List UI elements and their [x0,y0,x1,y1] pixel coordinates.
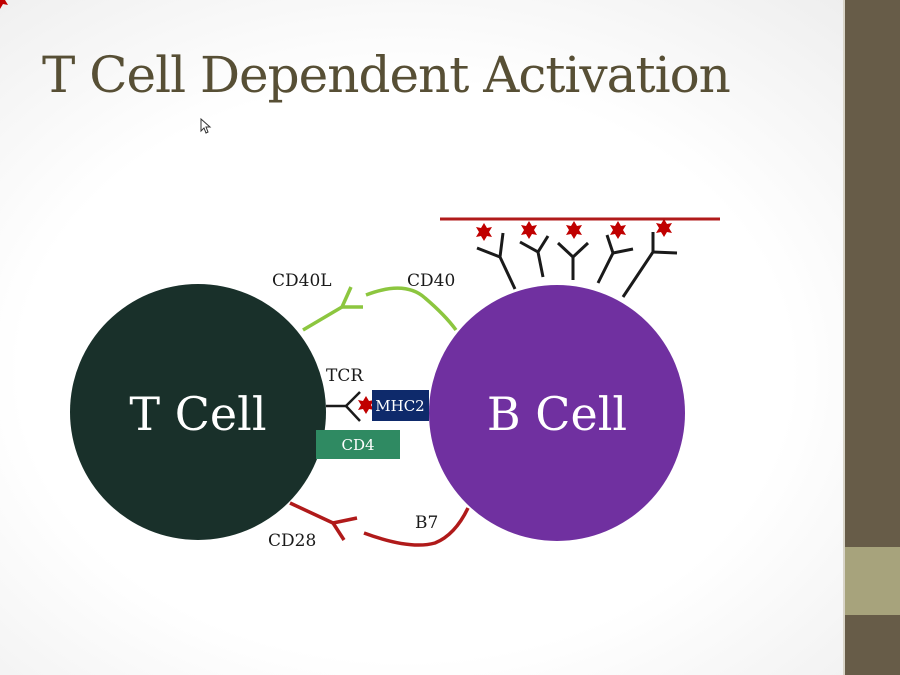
cd28-receptor [289,501,358,541]
antigen-star-icon [656,219,672,237]
tcr-label: TCR [326,366,364,386]
cd28-label: CD28 [268,531,316,551]
antibody-icon [596,234,615,284]
antigen-star-icon [0,0,8,9]
antigen-stars [0,0,8,9]
tcr-receptor [326,391,361,422]
antigen-star-icon [566,221,582,239]
sidebar-accent-stripe [845,547,900,615]
cd40-label: CD40 [407,271,455,291]
antigen-star-icon [521,221,537,239]
antigen-star-icon [358,396,374,414]
cd4-label: CD4 [341,436,374,454]
cd40l-receptor [302,286,363,332]
bcr-antibodies [476,232,678,298]
cd40-ligand [365,286,458,332]
t-cell [70,284,326,540]
mouse-cursor-icon [200,117,212,134]
antibody-icon [476,246,517,290]
antigen-star-icon [476,223,492,241]
antibody-icon [621,232,655,298]
antibody-icon [556,241,575,280]
antigen-star-icon [610,221,626,239]
mhc2-label: MHC2 [375,397,424,415]
b-cell [429,285,685,541]
b7-label: B7 [415,513,438,533]
t-cell-label: T Cell [129,387,266,441]
b7-ligand [363,507,470,547]
b-cell-label: B Cell [487,387,627,441]
mhc2-box [372,390,429,421]
cd4-box [316,430,400,459]
slide-title: T Cell Dependent Activation [42,46,731,104]
cd40l-label: CD40L [272,271,332,291]
